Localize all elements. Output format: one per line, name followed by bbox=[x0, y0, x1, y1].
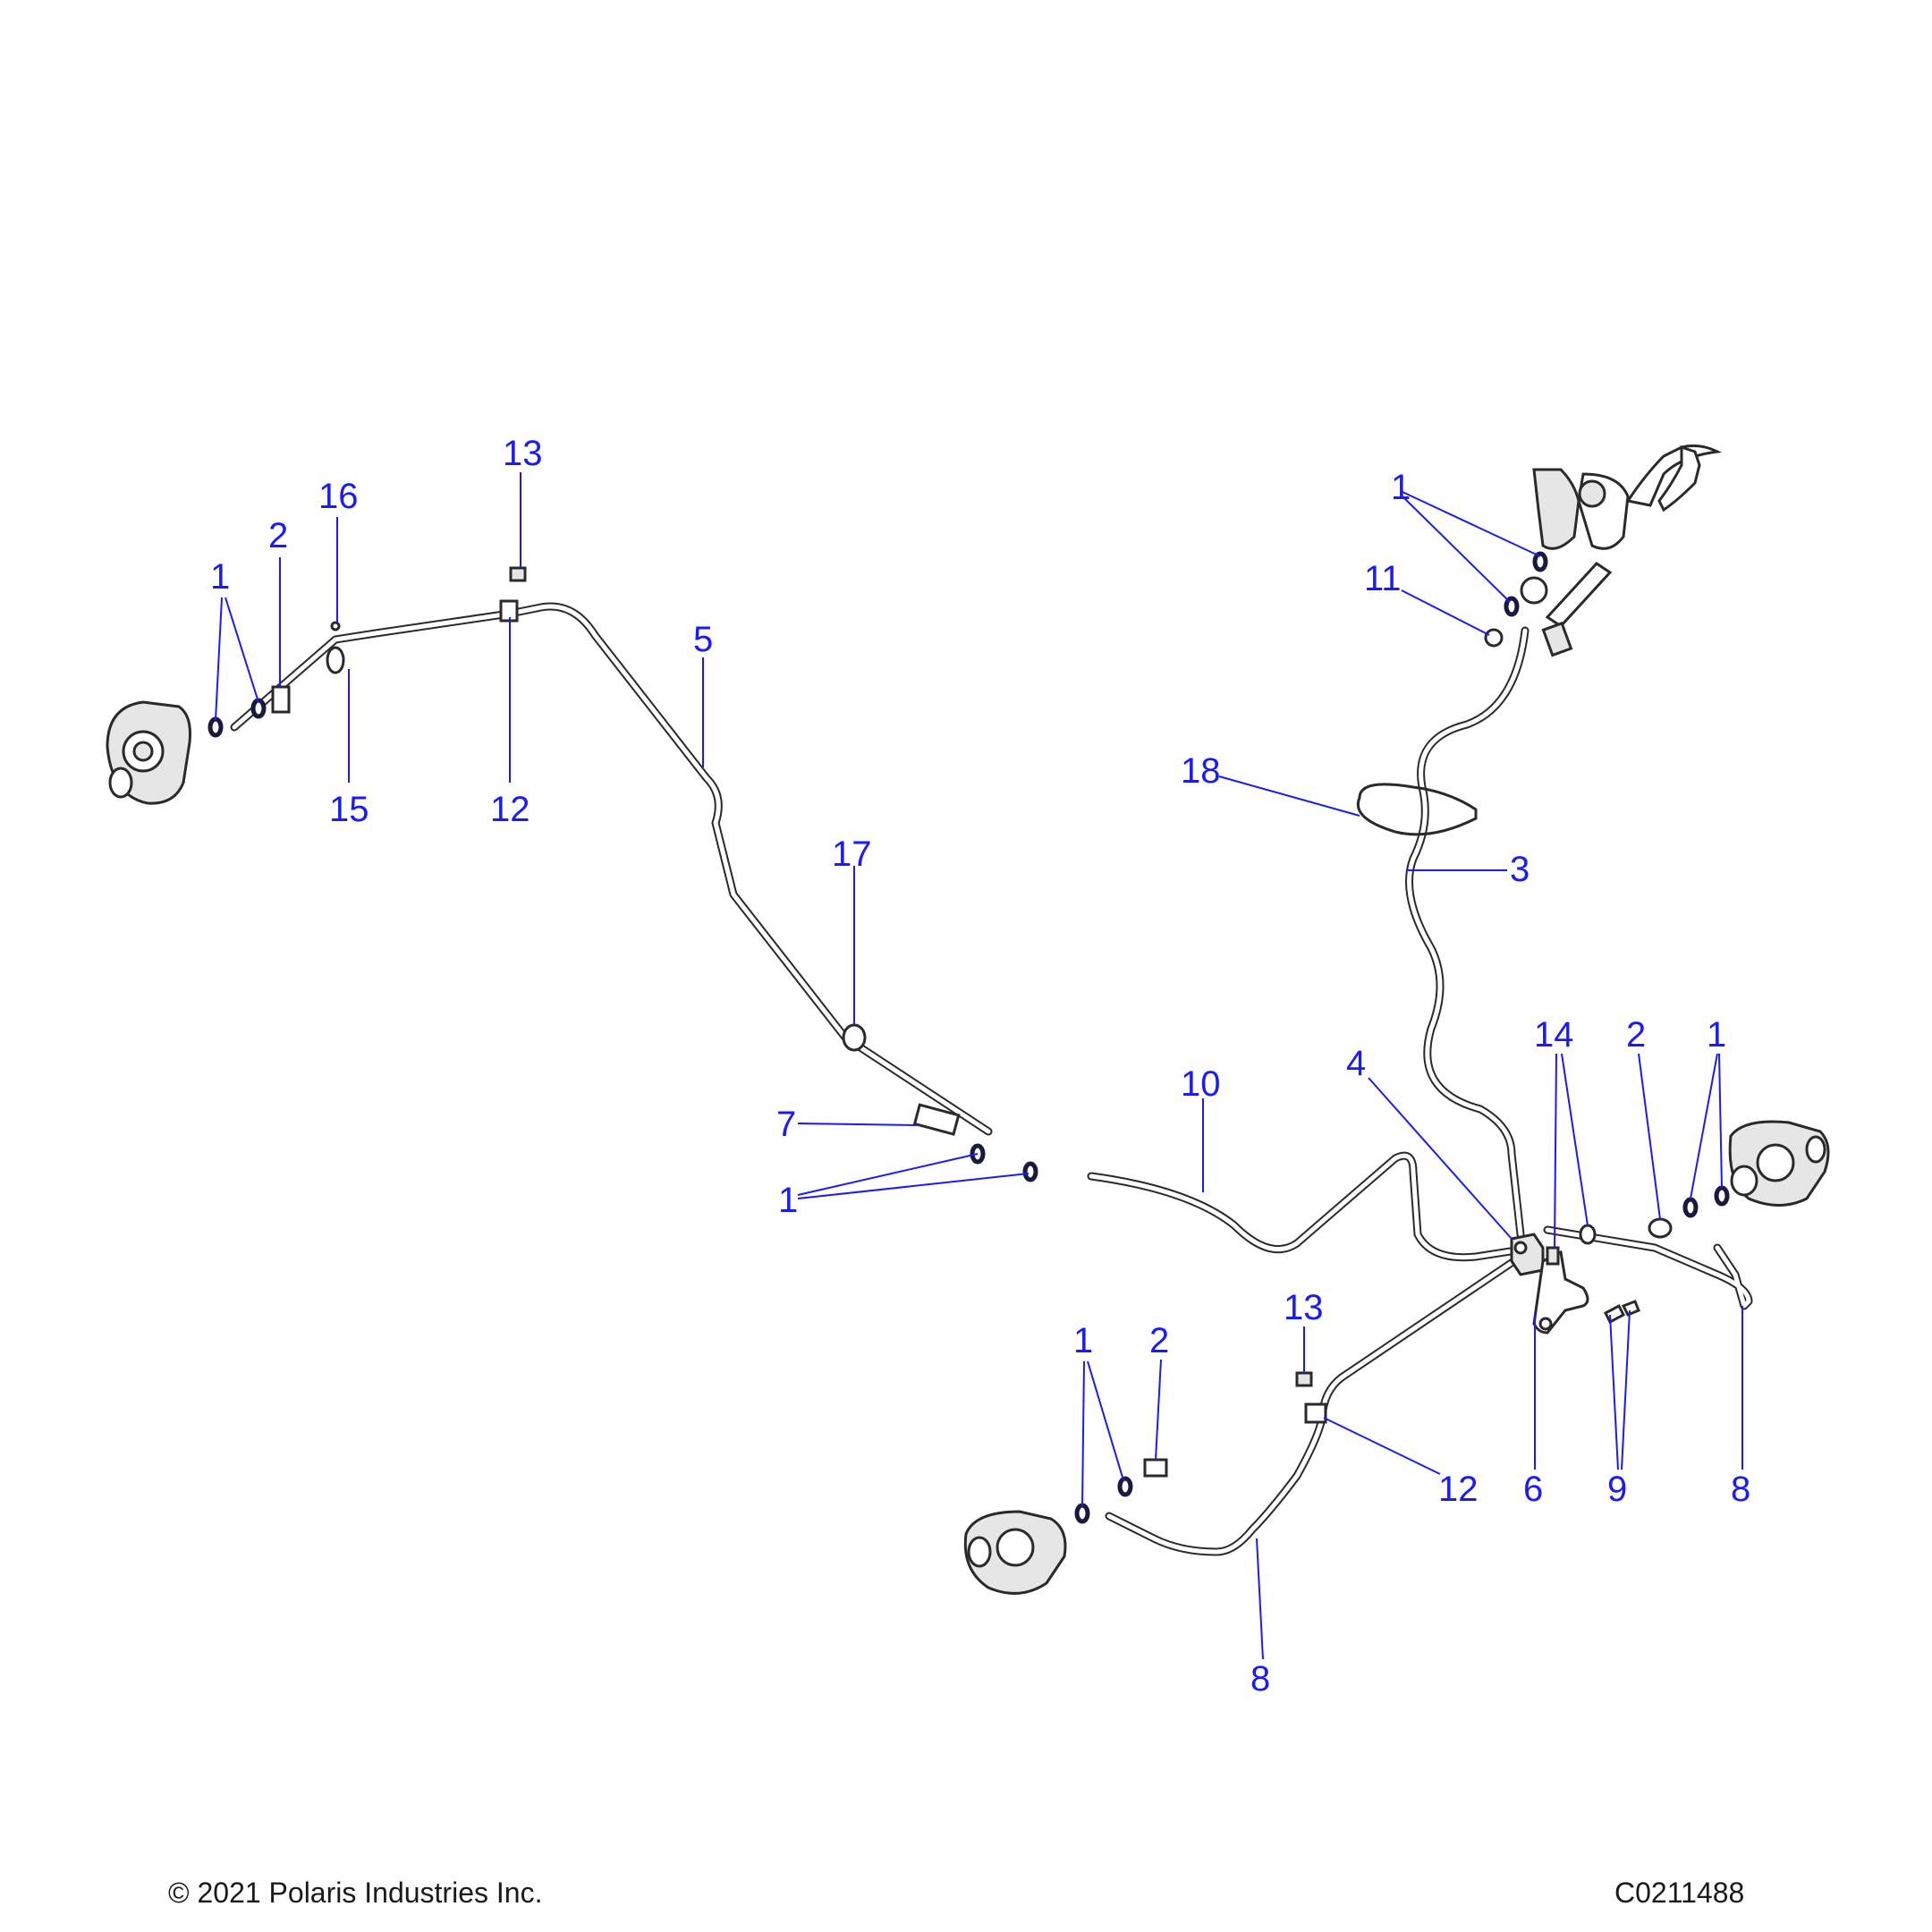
callout-18: 18 bbox=[1181, 751, 1221, 791]
banjo-bolt-7 bbox=[912, 1103, 961, 1136]
callout-2: 2 bbox=[268, 516, 288, 555]
callout-1: 1 bbox=[210, 557, 230, 597]
rear-caliper bbox=[963, 1510, 1067, 1595]
callout-17: 17 bbox=[832, 835, 872, 874]
callout-8: 8 bbox=[1731, 1470, 1750, 1509]
leader-lines bbox=[215, 472, 1743, 1660]
brake-line-8-right bbox=[1543, 1225, 1753, 1310]
callout-1: 1 bbox=[1391, 468, 1411, 507]
callout-14: 14 bbox=[1534, 1015, 1574, 1055]
callout-2: 2 bbox=[1626, 1015, 1646, 1055]
callout-9: 9 bbox=[1607, 1470, 1627, 1509]
copyright-notice: © 2021 Polaris Industries Inc. bbox=[168, 1877, 543, 1909]
callout-1: 1 bbox=[1073, 1321, 1093, 1360]
callout-16: 16 bbox=[318, 477, 359, 516]
figure-id: C0211488 bbox=[1614, 1877, 1745, 1909]
callout-7: 7 bbox=[776, 1105, 796, 1144]
pin-16 bbox=[330, 621, 341, 631]
callout-12: 12 bbox=[1438, 1470, 1479, 1509]
grommet-15 bbox=[326, 646, 345, 674]
screw-13-upper bbox=[509, 566, 527, 582]
callout-4: 4 bbox=[1346, 1044, 1366, 1083]
callout-11: 11 bbox=[1364, 559, 1402, 598]
brake-hose-3 bbox=[1405, 626, 1530, 1239]
banjo-bolt-2-left bbox=[271, 685, 291, 714]
bracket-6 bbox=[1532, 1250, 1589, 1335]
distribution-block-4 bbox=[1510, 1233, 1545, 1276]
callout-5: 5 bbox=[693, 620, 713, 659]
screw-13-lower bbox=[1295, 1371, 1313, 1387]
banjo-bolt-2-rear bbox=[1143, 1458, 1168, 1478]
callout-10: 10 bbox=[1181, 1064, 1221, 1104]
callout-3: 3 bbox=[1510, 850, 1530, 889]
callout-6: 6 bbox=[1523, 1470, 1543, 1509]
grommet-17 bbox=[842, 1023, 867, 1052]
callout-1: 1 bbox=[1707, 1015, 1726, 1055]
callout-1: 1 bbox=[778, 1181, 798, 1220]
hose-loop-18 bbox=[1357, 783, 1478, 836]
front-left-caliper bbox=[106, 700, 191, 805]
banjo-bolt-11 bbox=[1484, 628, 1504, 648]
callout-12: 12 bbox=[490, 790, 530, 829]
callout-2: 2 bbox=[1149, 1321, 1169, 1360]
callout-15: 15 bbox=[329, 790, 369, 829]
callout-13: 13 bbox=[1284, 1288, 1324, 1327]
banjo-bolt-2-right bbox=[1648, 1217, 1673, 1239]
brake-line-5 bbox=[230, 602, 993, 1136]
master-cylinder-lever bbox=[1520, 444, 1723, 657]
callout-13: 13 bbox=[503, 434, 543, 473]
brake-line-10 bbox=[1087, 1151, 1521, 1262]
clip-12-lower bbox=[1304, 1402, 1327, 1424]
callout-labels: 13 16 2 1 15 12 5 17 7 1 1 11 18 3 10 4 … bbox=[210, 434, 1750, 1699]
front-right-caliper bbox=[1728, 1120, 1830, 1207]
callout-8: 8 bbox=[1250, 1659, 1270, 1699]
